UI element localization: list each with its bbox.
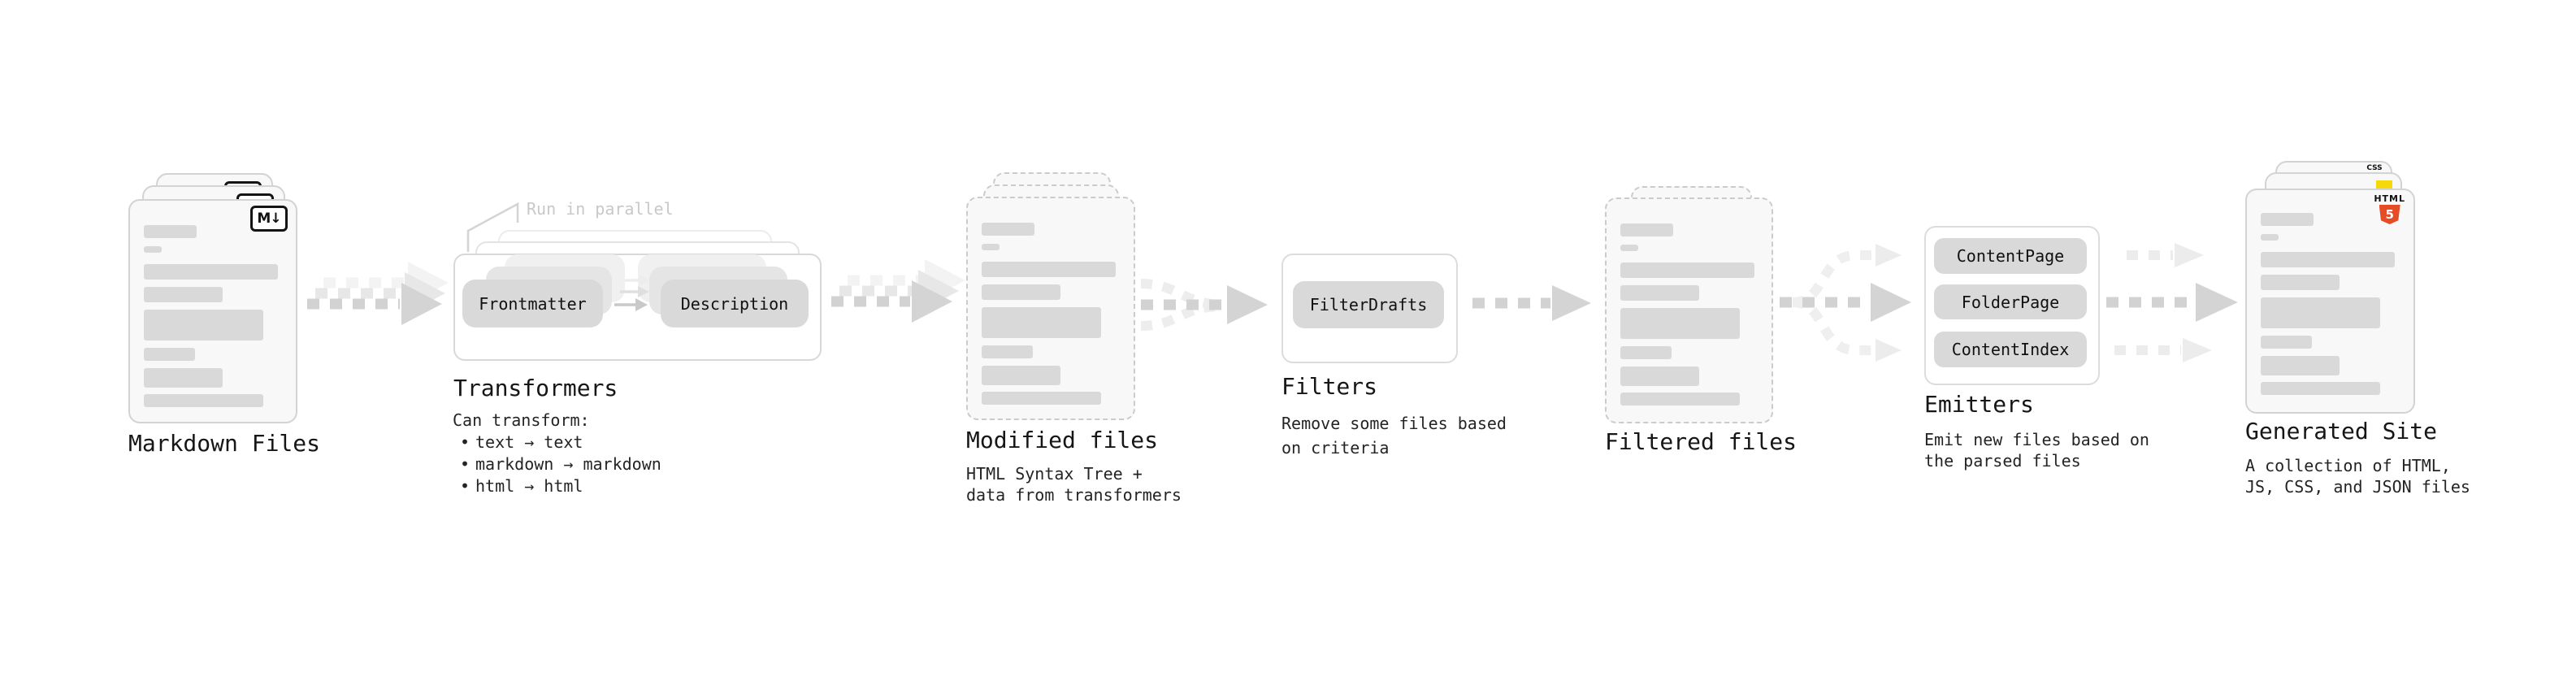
transform-bullet: markdown → markdown <box>453 453 661 475</box>
transform-bullet: html → html <box>453 475 661 497</box>
desc-line: HTML Syntax Tree + <box>966 464 1143 484</box>
transformer-step-frontmatter: Frontmatter <box>462 280 603 327</box>
stage-desc-transformers: Can transform: text → text markdown → ma… <box>453 410 661 497</box>
transformer-step-description: Description <box>661 280 809 327</box>
desc-line: A collection of HTML, <box>2245 456 2451 475</box>
filter-pill-filterdrafts: FilterDrafts <box>1293 281 1444 328</box>
run-in-parallel-note: Run in parallel <box>527 199 674 219</box>
stage-desc-filters: Remove some files based on criteria <box>1281 411 1507 460</box>
emitter-pill-contentindex: ContentIndex <box>1934 332 2087 367</box>
markdown-file-card-front: M↓ <box>128 199 297 423</box>
arrow-markdown-to-transformers <box>307 262 449 325</box>
stage-desc-generated: A collection of HTML, JS, CSS, and JSON … <box>2245 455 2470 497</box>
emitter-pill-folderpage: FolderPage <box>1934 284 2087 319</box>
html5-icon: HTML 5 <box>2374 194 2405 224</box>
desc-line: Remove some files based <box>1281 414 1507 433</box>
html5-shield: 5 <box>2379 205 2400 224</box>
stage-title-generated: Generated Site <box>2245 418 2438 445</box>
desc-line: on criteria <box>1281 438 1390 458</box>
transform-bullet: text → text <box>453 432 661 453</box>
stage-title-emitters: Emitters <box>1924 391 2034 418</box>
modified-file-card-front <box>966 197 1135 420</box>
stage-title-filters: Filters <box>1281 373 1378 400</box>
arrow-emitters-to-generated <box>2106 243 2238 362</box>
desc-heading: Can transform: <box>453 410 590 430</box>
arrow-filtered-to-emitters <box>1780 244 1911 362</box>
stage-title-transformers: Transformers <box>453 375 618 401</box>
html5-caption: HTML <box>2374 193 2405 204</box>
arrow-filters-to-filtered <box>1472 285 1591 321</box>
filtered-file-card-front <box>1605 197 1773 423</box>
emitter-pill-contentpage: ContentPage <box>1934 238 2087 274</box>
stage-title-filtered: Filtered files <box>1605 428 1798 455</box>
stage-title-modified: Modified files <box>966 427 1159 453</box>
desc-line: data from transformers <box>966 485 1182 505</box>
generated-file-card-html: HTML 5 <box>2245 189 2415 414</box>
arrow-modified-to-filters <box>1140 279 1268 331</box>
stage-desc-emitters: Emit new files based on the parsed files <box>1924 429 2149 471</box>
desc-line: the parsed files <box>1924 451 2081 471</box>
desc-line: JS, CSS, and JSON files <box>2245 477 2470 497</box>
arrow-transformers-to-modified <box>831 259 965 323</box>
css-caption: CSS <box>2366 164 2383 172</box>
stage-title-markdown: Markdown Files <box>128 430 321 457</box>
desc-line: Emit new files based on <box>1924 430 2149 449</box>
markdown-icon: M↓ <box>250 206 288 232</box>
stage-desc-modified: HTML Syntax Tree + data from transformer… <box>966 463 1182 505</box>
